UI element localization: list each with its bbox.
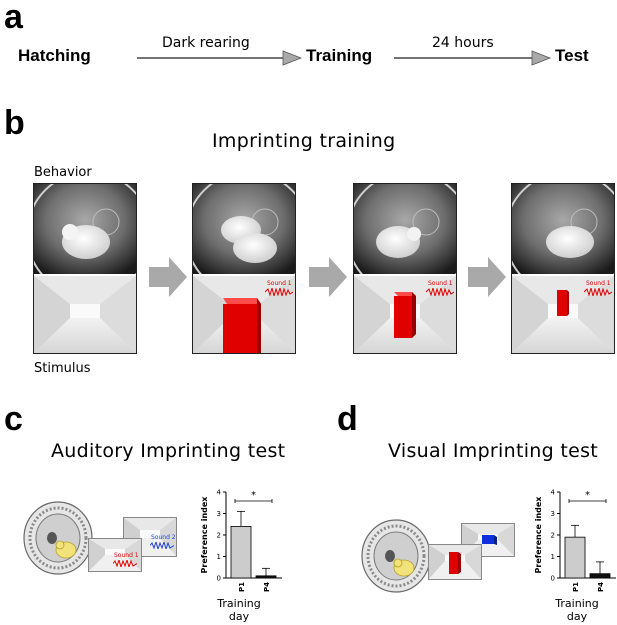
flow-step-training: Training <box>306 46 373 65</box>
y-axis-label: Preference index <box>534 496 543 574</box>
flow-label-24-hours: 24 hours <box>432 35 494 51</box>
sound-2-label: Sound 2 <box>151 534 176 541</box>
imprinting-title: Imprinting training <box>212 130 396 152</box>
y-tick-label: 2 <box>217 532 221 540</box>
stimulus-image: Sound 1 <box>354 276 456 353</box>
training-arrow-1 <box>149 257 187 297</box>
sound-1-label: Sound 1 <box>114 552 139 559</box>
y-tick-label: 0 <box>551 575 555 583</box>
y-tick-label: 2 <box>551 532 555 540</box>
auditory-stimulus-sound-1: Sound 1 <box>88 538 142 572</box>
training-arrow-2 <box>309 257 347 297</box>
sound-label: Sound 1 <box>586 280 611 287</box>
behavior-camera-image <box>512 184 614 274</box>
behavior-camera-image <box>34 184 136 274</box>
y-tick-label: 0 <box>217 575 221 583</box>
category-label: P1 <box>572 582 580 592</box>
training-frame-1 <box>33 183 137 354</box>
training-arrow-3 <box>468 257 506 297</box>
panel-letter-b: b <box>4 104 25 142</box>
training-frame-3: Sound 1 <box>353 183 457 354</box>
running-wheel-icon <box>360 518 432 594</box>
y-tick-label: 4 <box>551 489 556 497</box>
sound-label: Sound 1 <box>428 280 453 287</box>
training-frame-4: Sound 1 <box>511 183 615 354</box>
visual-stimulus-red <box>428 544 482 580</box>
bar-p4 <box>589 573 611 579</box>
auditory-xlabel: Training day <box>217 597 261 623</box>
auditory-test-title: Auditory Imprinting test <box>51 440 286 462</box>
panel-letter-a: a <box>4 0 23 36</box>
sound-waveform-icon <box>113 560 137 567</box>
stimulus-image: Sound 1 <box>193 276 295 353</box>
y-tick-label: 3 <box>551 510 555 518</box>
flow-arrow-2 <box>394 50 552 66</box>
sound-waveform-icon <box>426 288 454 296</box>
sound-waveform-icon <box>150 542 174 549</box>
sound-waveform-icon <box>584 288 612 296</box>
y-axis-label: Preference index <box>200 496 209 574</box>
category-label: P4 <box>263 582 271 592</box>
category-label: P4 <box>597 582 605 592</box>
y-tick-label: 1 <box>551 553 555 561</box>
flow-label-dark-rearing: Dark rearing <box>162 35 250 51</box>
stimulus-label: Stimulus <box>34 361 91 376</box>
flow-step-test: Test <box>555 46 589 65</box>
training-frame-2: Sound 1 <box>192 183 296 354</box>
y-tick-label: 4 <box>217 489 222 497</box>
category-label: P1 <box>238 582 246 592</box>
y-tick-label: 1 <box>217 553 221 561</box>
behavior-camera-image <box>354 184 456 274</box>
bar-p1 <box>564 536 586 579</box>
panel-letter-d: d <box>337 400 358 438</box>
stimulus-image: Sound 1 <box>512 276 614 353</box>
bar-p4 <box>255 575 277 579</box>
sound-label: Sound 1 <box>267 280 292 287</box>
y-tick-label: 3 <box>217 510 221 518</box>
bar-p1 <box>230 526 252 579</box>
significance-star: * <box>585 490 590 501</box>
flow-arrow-1 <box>137 50 303 66</box>
behavior-camera-image <box>193 184 295 274</box>
flow-step-hatching: Hatching <box>18 46 91 65</box>
stimulus-image <box>34 276 136 353</box>
behavior-label: Behavior <box>34 165 92 180</box>
significance-star: * <box>251 490 256 501</box>
visual-xlabel: Training day <box>555 597 599 623</box>
panel-letter-c: c <box>4 400 23 438</box>
sound-waveform-icon <box>265 288 293 296</box>
visual-test-title: Visual Imprinting test <box>388 440 599 462</box>
